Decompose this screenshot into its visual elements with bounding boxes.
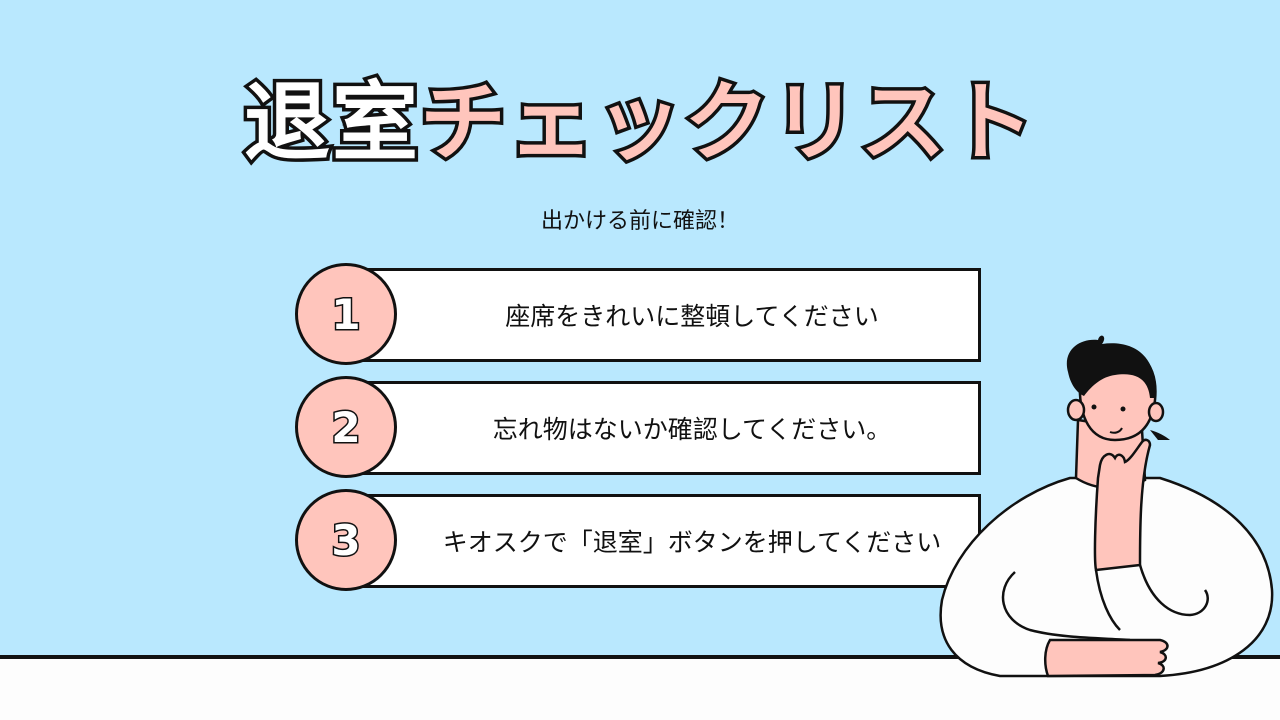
checklist-card: 忘れ物はないか確認してください。 [363,381,981,475]
person-thinking-icon [939,335,1274,678]
subtitle: 出かける前に確認！ [540,209,739,234]
step-number-badge: 3 [295,489,397,591]
checklist-text: 忘れ物はないか確認してください。 [492,415,892,444]
checklist-item: 3 キオスクで「退室」ボタンを押してください [295,489,981,593]
step-number: 1 [330,288,362,340]
title-part-exit: 退室 [241,70,422,177]
checklist-item: 1 座席をきれいに整頓してください [295,263,981,367]
checklist-item: 2 忘れ物はないか確認してください。 [295,376,981,480]
title-part-checklist: チェックリスト [417,70,1038,177]
checklist-card: 座席をきれいに整頓してください [363,268,981,362]
step-number-badge: 2 [295,376,397,478]
page-title: 退室チェックリスト [0,68,1280,178]
checklist-text: 座席をきれいに整頓してください [505,302,879,331]
step-number: 3 [330,514,362,566]
checklist-text: キオスクで「退室」ボタンを押してください [442,528,942,557]
step-number-badge: 1 [295,263,397,365]
checklist-card: キオスクで「退室」ボタンを押してください [363,494,981,588]
step-number: 2 [330,401,362,453]
